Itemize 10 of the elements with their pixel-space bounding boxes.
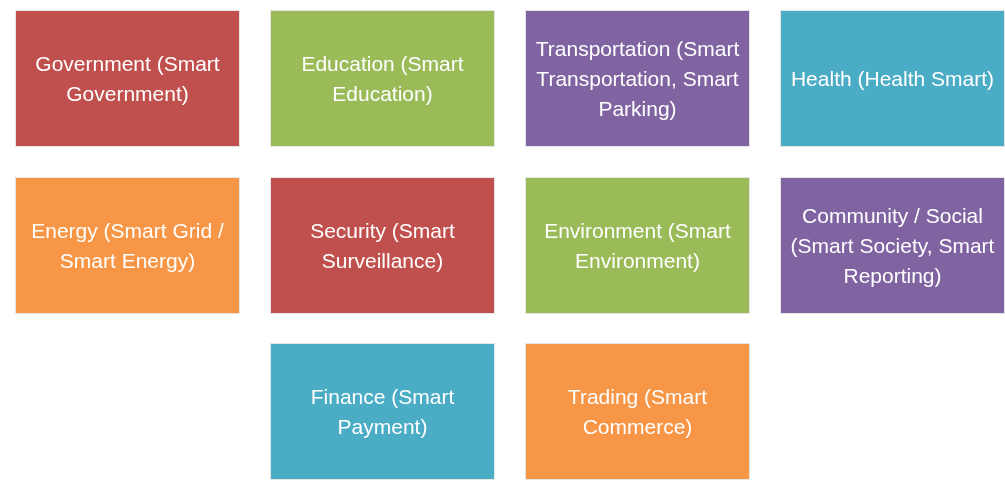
tile-label: Security (Smart Surveillance) — [309, 217, 456, 274]
tile-label: Government (Smart Government) — [34, 50, 221, 107]
tile-label: Health (Health Smart) — [790, 65, 995, 92]
tile-label: Education (Smart Education) — [300, 50, 465, 107]
tile-label: Community / Social (Smart Society, Smart Reporting) — [789, 202, 996, 289]
tile-label: Trading (Smart Commerce) — [566, 383, 709, 440]
tile-label: Finance (Smart Payment) — [309, 383, 456, 440]
tile-label: Transportation (Smart Transportation, Smart Parking) — [534, 35, 741, 122]
tile-label: Environment (Smart Environment) — [543, 217, 732, 274]
tile-label: Energy (Smart Grid / Smart Energy) — [30, 217, 225, 274]
